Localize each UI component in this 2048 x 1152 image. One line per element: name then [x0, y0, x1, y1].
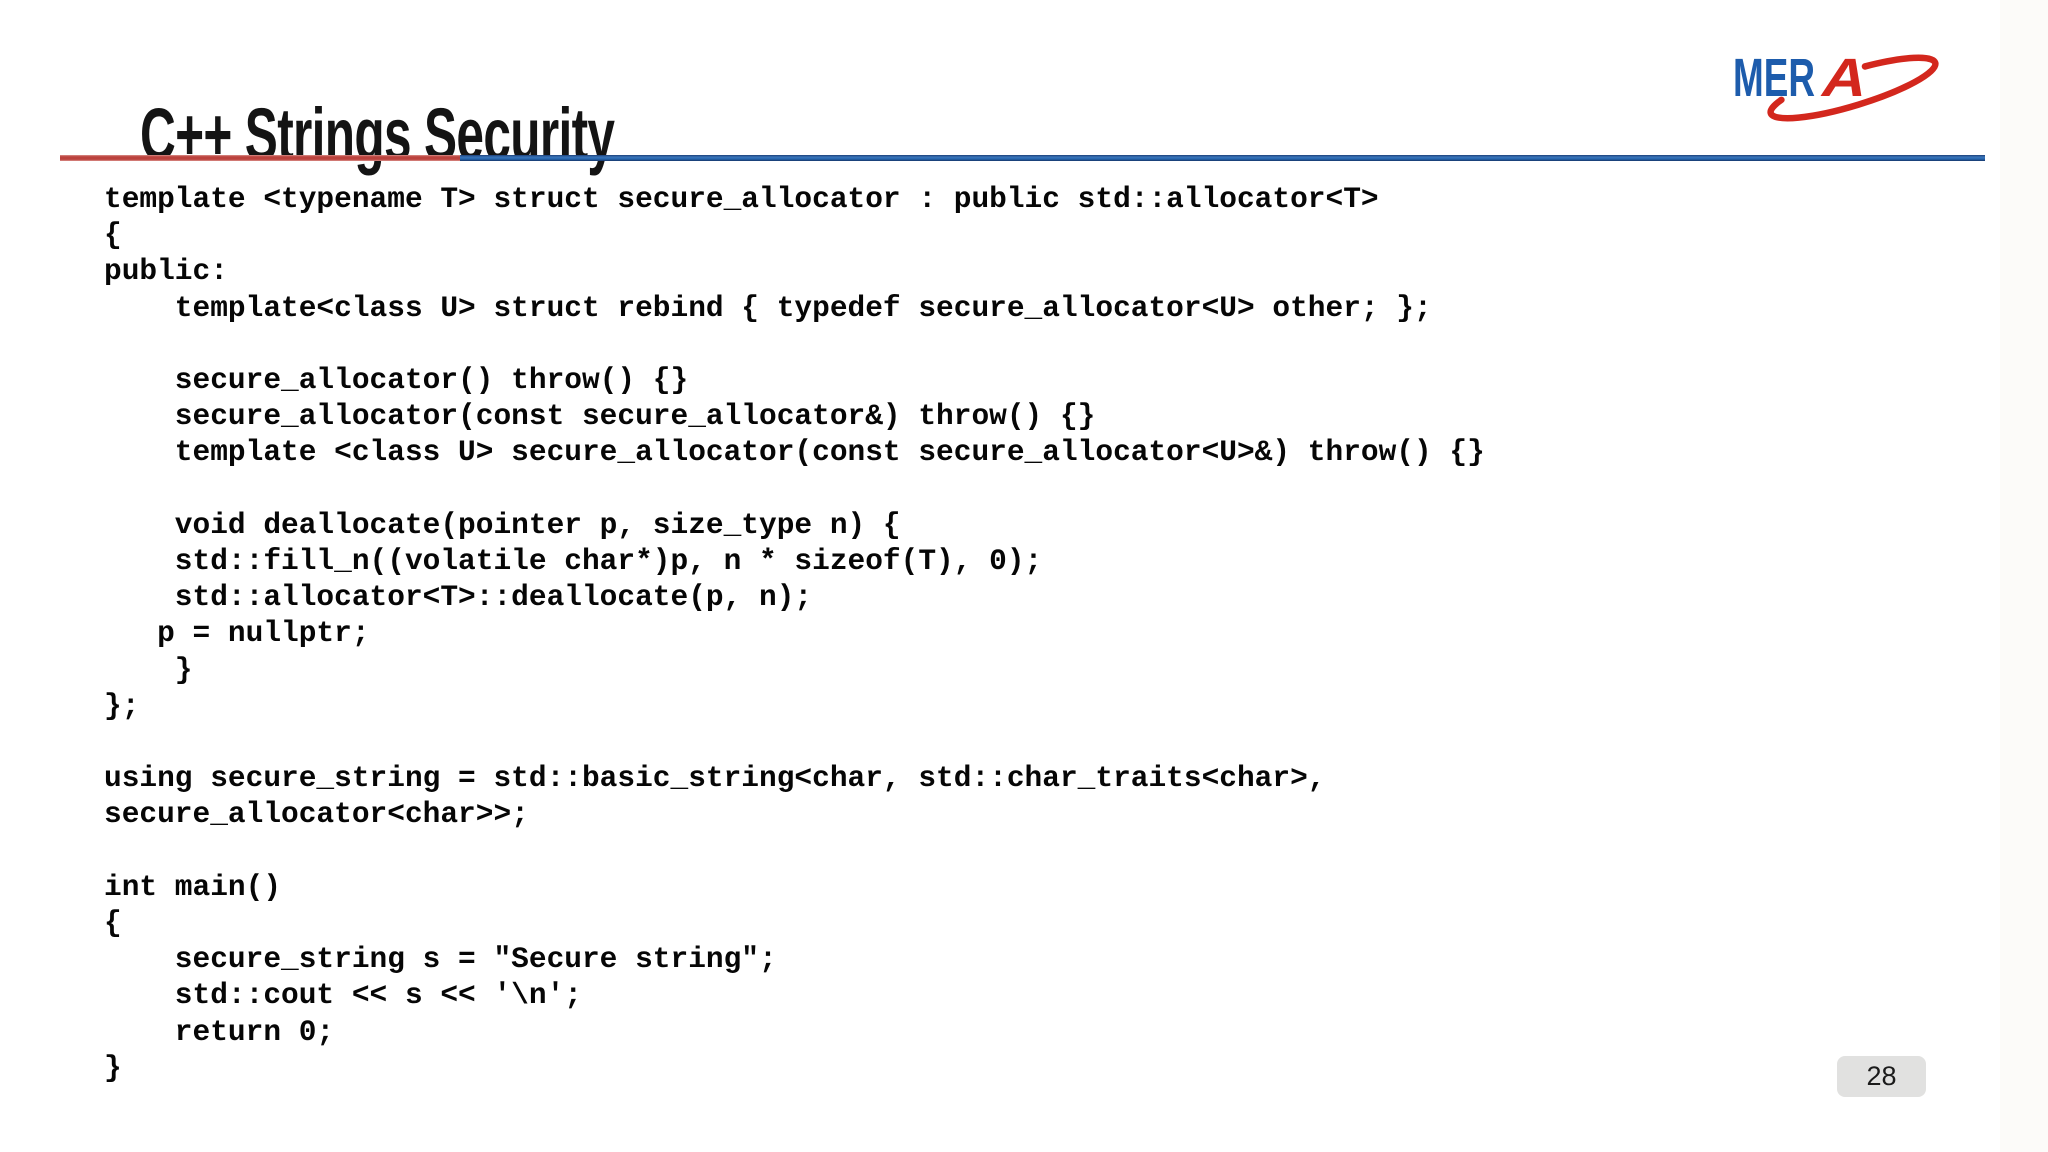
divider-red-segment	[60, 155, 460, 161]
mera-logo: MER A	[1733, 48, 1939, 122]
code-block: template <typename T> struct secure_allo…	[104, 182, 1485, 1085]
page-number: 28	[1866, 1061, 1897, 1091]
divider-blue-segment	[460, 155, 1985, 161]
mera-logo-text-blue: MER	[1733, 48, 1815, 108]
right-edge-strip	[2000, 0, 2048, 1152]
logo-swoosh-icon	[1767, 54, 1939, 122]
page-number-badge: 28	[1837, 1056, 1926, 1097]
